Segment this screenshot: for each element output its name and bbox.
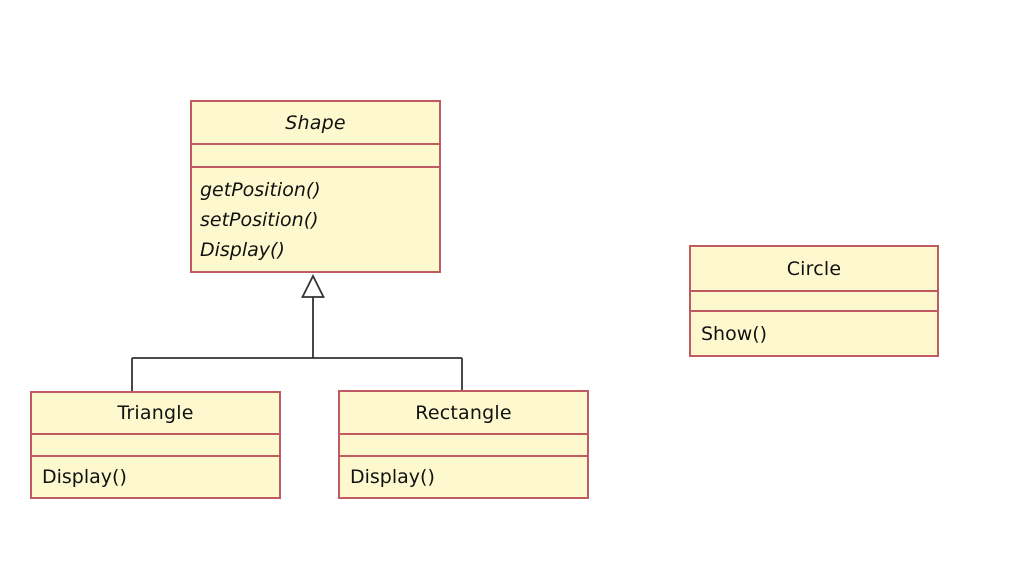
class-box-circle[interactable]: Circle Show() [689, 245, 939, 357]
class-title-triangle: Triangle [32, 393, 279, 435]
class-methods-circle: Show() [691, 312, 937, 355]
class-box-triangle[interactable]: Triangle Display() [30, 391, 281, 499]
class-box-rectangle[interactable]: Rectangle Display() [338, 390, 589, 499]
inheritance-arrowhead-icon [301, 273, 325, 298]
method-label: Display() [200, 238, 285, 261]
class-methods-triangle: Display() [32, 457, 279, 497]
class-attributes-shape [192, 145, 439, 168]
class-attributes-circle [691, 292, 937, 312]
class-title-rectangle: Rectangle [340, 392, 587, 435]
method-label: Display() [350, 466, 435, 488]
method-label: getPosition() [200, 178, 321, 201]
class-box-shape[interactable]: Shape getPosition() setPosition() Displa… [190, 100, 441, 273]
class-attributes-rectangle [340, 435, 587, 457]
class-methods-rectangle: Display() [340, 457, 587, 497]
class-attributes-triangle [32, 435, 279, 457]
method-label: Show() [701, 322, 768, 345]
class-title-circle: Circle [691, 247, 937, 292]
class-title-shape: Shape [192, 102, 439, 145]
method-label: setPosition() [200, 208, 319, 231]
class-methods-shape: getPosition() setPosition() Display() [192, 168, 439, 271]
method-label: Display() [42, 466, 127, 488]
